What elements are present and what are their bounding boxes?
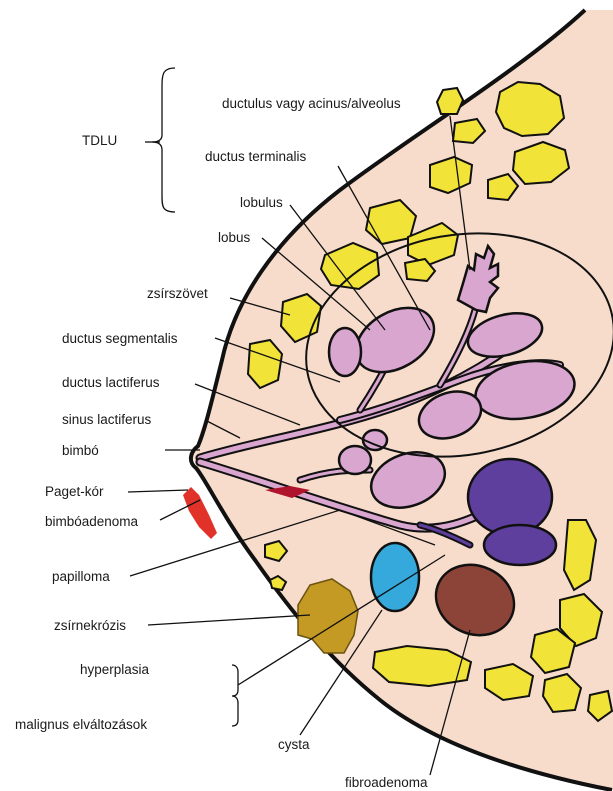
label-fibroadenoma: fibroadenoma xyxy=(345,775,428,791)
label-lobus: lobus xyxy=(218,230,250,246)
label-cysta: cysta xyxy=(278,737,310,753)
label-malignus: malignus elváltozások xyxy=(15,717,147,733)
label-ductus-terminalis: ductus terminalis xyxy=(205,149,306,165)
label-papilloma: papilloma xyxy=(52,569,110,585)
label-paget: Paget-kór xyxy=(45,484,104,500)
label-hyperplasia: hyperplasia xyxy=(80,662,149,678)
label-zsirnekrozis: zsírnekrózis xyxy=(54,618,126,634)
label-bimboadenoma: bimbóadenoma xyxy=(45,514,138,530)
label-ductus-lactiferus: ductus lactiferus xyxy=(62,375,160,391)
label-ductus-segmentalis: ductus segmentalis xyxy=(62,331,178,347)
papilloma-lesion-small xyxy=(484,525,556,565)
label-lobulus: lobulus xyxy=(240,195,283,211)
cyst-lesion xyxy=(371,543,419,611)
label-zsirszovet: zsírszövet xyxy=(147,286,208,302)
label-tdlu: TDLU xyxy=(82,133,117,149)
label-bimbo: bimbó xyxy=(62,443,99,459)
label-ductulus: ductulus vagy acinus/alveolus xyxy=(222,96,401,112)
label-sinus-lactiferus: sinus lactiferus xyxy=(62,412,151,428)
papilloma-lesion xyxy=(468,459,552,535)
